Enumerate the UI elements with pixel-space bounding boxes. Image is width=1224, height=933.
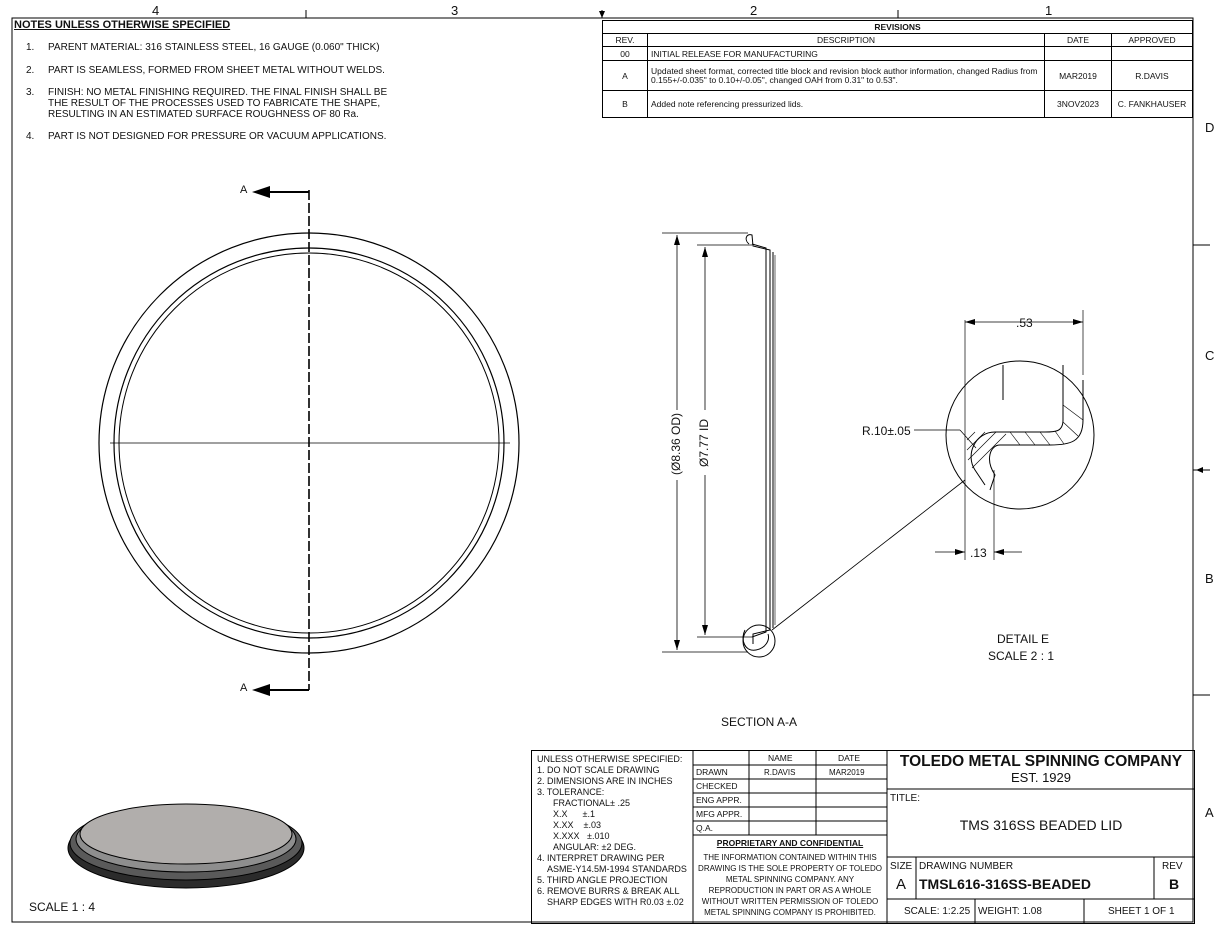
approved-cell: R.DAVIS [1111,60,1193,91]
revision-value: B [1169,876,1180,892]
iso-scale: SCALE 1 : 4 [29,900,96,914]
note-item: 4. PART IS NOT DESIGNED FOR PRESSURE OR V… [26,131,406,142]
general-note-line: ASME-Y14.5M-1994 STANDARDS [547,864,687,874]
date-cell: MAR2019 [1044,60,1112,91]
note-number: 2. [26,65,35,76]
approved-cell [1111,46,1193,61]
revision-row: 00 INITIAL RELEASE FOR MANUFACTURING [602,46,1193,61]
section-label: SECTION A-A [721,715,798,729]
revision-row: B Added note referencing pressurized lid… [602,90,1193,118]
approval-role: MFG APPR. [696,809,743,819]
revision-table-title: REVISIONS [602,20,1193,34]
general-note-line: 5. THIRD ANGLE PROJECTION [537,875,668,885]
note-number: 4. [26,131,35,142]
approval-name: R.DAVIS [764,768,796,777]
approval-role: ENG APPR. [696,795,742,805]
general-note-line: SHARP EDGES WITH R0.03 ±.02 [547,897,684,907]
date-header: DATE [838,753,861,763]
zone-label: 4 [152,3,160,18]
desc-cell: INITIAL RELEASE FOR MANUFACTURING [647,46,1045,61]
zone-label: 3 [451,3,459,18]
company-established: EST. 1929 [1011,770,1071,785]
general-note-line: X.XX ±.03 [553,820,601,830]
general-note-line: 1. DO NOT SCALE DRAWING [537,765,660,775]
zone-label: 2 [750,3,758,18]
desc-cell: Updated sheet format, corrected title bl… [647,60,1045,91]
od-dimension: (Ø8.36 OD) [669,413,683,476]
note-text: PARENT MATERIAL: 316 STAINLESS STEEL, 16… [48,42,380,53]
desc-cell: Added note referencing pressurized lids. [647,90,1045,118]
general-note-line: UNLESS OTHERWISE SPECIFIED: [537,754,683,764]
general-note-line: X.X ±.1 [553,809,595,819]
date-cell [1044,46,1112,61]
id-dimension: Ø7.77 ID [697,418,711,468]
approved-header: APPROVED [1111,33,1193,47]
rev-cell: 00 [602,46,648,61]
drawing-number: TMSL616-316SS-BEADED [919,876,1091,892]
proprietary-text: THE INFORMATION CONTAINED WITHIN THIS DR… [698,853,882,917]
approval-role: CHECKED [696,781,738,791]
note-text: FINISH: NO METAL FINISHING REQUIRED. THE… [48,87,388,120]
approval-role: DRAWN [696,767,728,777]
rev-cell: A [602,60,648,91]
notes-title: NOTES UNLESS OTHERWISE SPECIFIED [14,19,231,31]
general-note-line: X.XXX ±.010 [553,831,610,841]
description-header: DESCRIPTION [647,33,1045,47]
rev-header: REV. [602,33,648,47]
sheet-size: A [896,876,907,893]
size-label: SIZE [890,861,913,872]
title-block-grid [692,751,1194,923]
drawing-weight: WEIGHT: 1.08 [978,906,1042,917]
zone-label: D [1205,120,1215,135]
note-item: 3. FINISH: NO METAL FINISHING REQUIRED. T… [26,87,406,120]
note-number: 1. [26,42,35,53]
zone-label: A [1205,805,1214,820]
company-name: TOLEDO METAL SPINNING COMPANY [899,753,1183,770]
date-cell: 3NOV2023 [1044,90,1112,118]
approval-date: MAR2019 [829,768,865,777]
drawing-scale: SCALE: 1:2.25 [904,906,971,917]
width-dimension: .53 [1016,316,1033,330]
general-note-line: FRACTIONAL± .25 [553,798,630,808]
zone-label: C [1205,348,1215,363]
sheet-number: SHEET 1 OF 1 [1108,906,1175,917]
detail-label: DETAIL E [997,632,1050,646]
note-number: 3. [26,87,35,98]
rev-cell: B [602,90,648,118]
bead-dimension: .13 [970,546,987,560]
note-text: PART IS NOT DESIGNED FOR PRESSURE OR VAC… [48,131,387,142]
note-text: PART IS SEAMLESS, FORMED FROM SHEET META… [48,65,385,76]
section-marker: A [240,682,248,694]
radius-dimension: R.10±.05 [862,424,911,438]
general-notes: UNLESS OTHERWISE SPECIFIED: 1. DO NOT SC… [537,754,693,908]
title-block: UNLESS OTHERWISE SPECIFIED: 1. DO NOT SC… [531,750,1195,924]
general-note-line: ANGULAR: ±2 DEG. [553,842,636,852]
approval-role: Q.A. [696,823,714,833]
date-header: DATE [1044,33,1112,47]
drawing-number-label: DRAWING NUMBER [919,861,1014,872]
drawing-title: TMS 316SS BEADED LID [959,817,1123,833]
general-note-line: 2. DIMENSIONS ARE IN INCHES [537,776,673,786]
general-note-line: 3. TOLERANCE: [537,787,605,797]
general-note-line: 6. REMOVE BURRS & BREAK ALL [537,886,680,896]
proprietary-title: PROPRIETARY AND CONFIDENTIAL [716,838,864,848]
detail-scale: SCALE 2 : 1 [988,649,1055,663]
rev-label: REV [1162,861,1183,872]
name-header: NAME [768,753,793,763]
revision-table: REVISIONS REV. DESCRIPTION DATE APPROVED… [602,20,1193,118]
approved-cell: C. FANKHAUSER [1111,90,1193,118]
section-marker: A [240,184,248,196]
zone-label: 1 [1045,3,1053,18]
revision-row: A Updated sheet format, corrected title … [602,60,1193,91]
title-label: TITLE: [890,793,921,804]
general-note-line: 4. INTERPRET DRAWING PER [537,853,665,863]
note-item: 1. PARENT MATERIAL: 316 STAINLESS STEEL, … [26,42,406,53]
zone-label: B [1205,571,1214,586]
note-item: 2. PART IS SEAMLESS, FORMED FROM SHEET ME… [26,65,406,76]
